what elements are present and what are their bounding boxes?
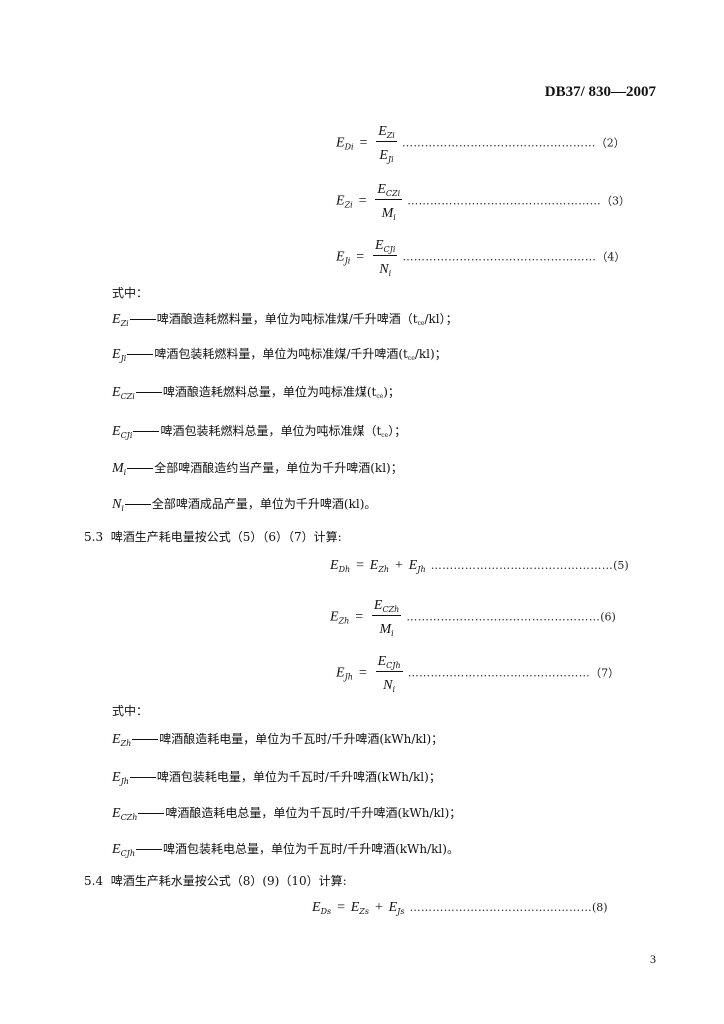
eq7-dots: ………………………………………… <box>407 666 591 680</box>
eq2-dots: …………………………………………… <box>401 136 596 150</box>
eq4-num-sub: CJi <box>383 245 396 254</box>
eq6-fraction: ECZh Mi <box>371 594 402 638</box>
eq4-den-sub: i <box>388 269 392 278</box>
eq8-dots: ………………………………………… <box>409 901 592 914</box>
eq3-num: E <box>377 182 386 197</box>
eq3-den-sub: i <box>393 213 396 222</box>
equation-2: EDi = EZi EJi ……………………………………………（2） <box>336 120 625 164</box>
eq5-number: (5) <box>613 559 629 572</box>
eq5-dots: ………………………………………… <box>430 559 614 572</box>
equation-7: EJh = ECJh Ni …………………………………………（7） <box>336 650 619 694</box>
section-5-4-number: 5.4 <box>84 874 104 888</box>
section-5-3-number: 5.3 <box>84 530 104 544</box>
eq6-dots: …………………………………………… <box>406 610 601 624</box>
eq3-den: M <box>381 206 394 221</box>
where-label-2: 式中： <box>112 704 149 718</box>
eq8-number: (8) <box>591 901 608 914</box>
eq4-fraction: ECJi Ni <box>372 234 398 278</box>
eq2-lhs: E <box>336 135 345 151</box>
eq7-fraction: ECJh Ni <box>375 650 403 694</box>
section-5-3: 5.3 啤酒生产耗电量按公式（5）（6）（7）计算: <box>84 528 342 545</box>
eq6-number: (6) <box>600 610 616 624</box>
eq2-number: （2） <box>595 136 625 150</box>
eq2-num: E <box>378 124 387 139</box>
eq3-num-sub: CZi <box>385 189 401 198</box>
document-number: DB37/ 830—2007 <box>544 84 656 100</box>
eq3-lhs-sub: Zi <box>344 200 353 210</box>
eq2-den-sub: Ji <box>387 155 394 164</box>
eq2-num-sub: Zi <box>386 131 395 140</box>
eq3-number: （3） <box>601 194 631 208</box>
page-number: 3 <box>650 952 656 966</box>
section-5-3-text: 啤酒生产耗电量按公式（5）（6）（7）计算: <box>110 530 342 544</box>
equation-8: EDs = EZs + EJs …………………………………………(8) <box>312 900 608 916</box>
eq3-dots: …………………………………………… <box>407 194 602 208</box>
eq4-lhs-sub: Ji <box>344 256 351 266</box>
eq4-dots: …………………………………………… <box>402 250 597 264</box>
equation-4: EJi = ECJi Ni ……………………………………………（4） <box>336 234 625 278</box>
equation-5: EDh = EZh + EJh …………………………………………(5) <box>330 558 629 574</box>
eq2-lhs-sub: Di <box>344 142 354 152</box>
eq2-den: E <box>379 148 388 163</box>
section-5-4: 5.4 啤酒生产耗水量按公式（8）(9)（10）计算: <box>84 872 347 889</box>
eq3-fraction: ECZi Mi <box>375 178 403 222</box>
equation-3: EZi = ECZi Mi ……………………………………………（3） <box>336 178 630 222</box>
eq7-number: （7） <box>590 666 620 680</box>
where-label-1: 式中： <box>112 286 149 300</box>
eq3-lhs: E <box>336 193 345 209</box>
eq4-den: N <box>379 262 389 277</box>
eq4-num: E <box>374 238 384 253</box>
section-5-4-text: 啤酒生产耗水量按公式（8）(9)（10）计算: <box>110 874 347 888</box>
equation-6: EZh = ECZh Mi ……………………………………………(6) <box>330 594 616 638</box>
eq4-lhs: E <box>336 249 345 265</box>
eq2-fraction: EZi EJi <box>376 120 397 164</box>
eq4-number: （4） <box>596 250 626 264</box>
